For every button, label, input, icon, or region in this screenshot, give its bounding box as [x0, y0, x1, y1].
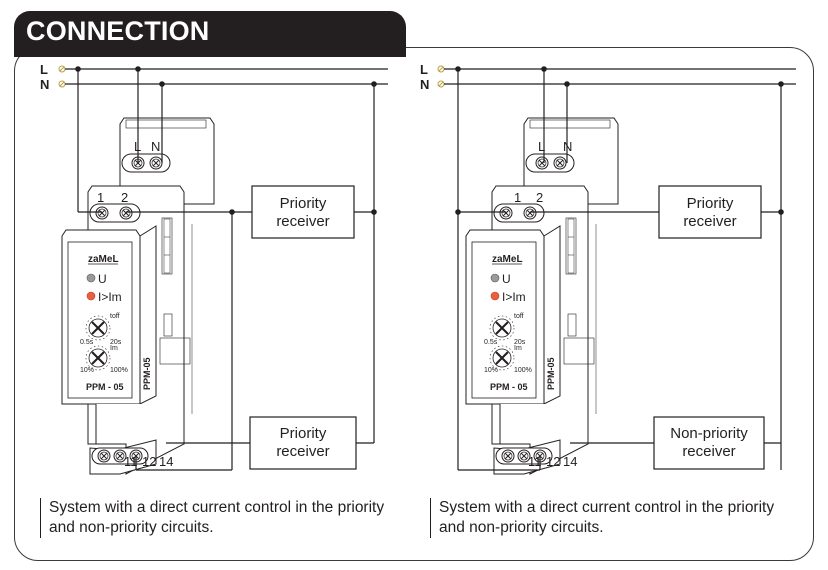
mains-terminal-icon — [58, 65, 66, 88]
terminal-14: 14 — [159, 454, 173, 469]
terminal-2: 2 — [121, 190, 128, 205]
brand-logo: zaMeL — [88, 254, 119, 265]
dial-im-label: Im — [514, 345, 522, 352]
receiver-box-2: Non-priority receiver — [653, 416, 765, 470]
dial-toff-min: 0.5s — [484, 339, 498, 346]
relay-device — [61, 117, 215, 475]
junction-dots — [455, 66, 784, 215]
model-side-label: PPM-05 — [546, 357, 556, 390]
dial-im-max: 100% — [110, 367, 128, 374]
svg-text:Priority: Priority — [687, 195, 734, 212]
terminal-12: 12 — [546, 454, 560, 469]
brand-logo: zaMeL — [492, 254, 523, 265]
junction-dots — [75, 66, 377, 215]
terminal-1: 1 — [514, 190, 521, 205]
relay-device — [465, 117, 619, 475]
dial-im-max: 100% — [514, 367, 532, 374]
terminal-1: 1 — [97, 190, 104, 205]
led-u-icon — [86, 273, 96, 283]
dial-toff-max: 20s — [110, 339, 122, 346]
svg-text:receiver: receiver — [276, 443, 329, 460]
model-front-label: PPM - 05 — [490, 382, 528, 392]
terminal-L: L — [538, 139, 545, 154]
page-title: CONNECTION — [26, 16, 210, 46]
diagram-right: L N L N 1 2 11 12 14 zaMeL U I>Im toff 0… — [420, 62, 796, 475]
terminal-2: 2 — [536, 190, 543, 205]
receiver-box-2: Priority receiver — [249, 416, 357, 470]
dial-toff-label: toff — [110, 313, 120, 320]
terminal-14: 14 — [563, 454, 577, 469]
line-label-L: L — [40, 62, 48, 77]
wiring-right — [457, 69, 782, 471]
terminal-N: N — [151, 139, 160, 154]
line-label-L: L — [420, 62, 428, 77]
dial-im-min: 10% — [80, 367, 94, 374]
svg-text:receiver: receiver — [682, 443, 735, 460]
led-im-icon — [86, 291, 96, 301]
dial-toff-label: toff — [514, 313, 524, 320]
dial-toff-min: 0.5s — [80, 339, 94, 346]
header-tab — [14, 11, 406, 57]
terminal-N: N — [563, 139, 572, 154]
terminal-11: 11 — [528, 454, 542, 469]
terminal-11: 11 — [124, 454, 138, 469]
caption-left: System with a direct current control in … — [40, 498, 409, 538]
mains-terminal-icon — [437, 65, 445, 88]
diagram-left: L N L N 1 2 11 12 14 zaMeL U I>Im toff — [40, 62, 388, 475]
dial-im-label: Im — [110, 345, 118, 352]
svg-text:Priority: Priority — [280, 425, 327, 442]
svg-text:receiver: receiver — [683, 213, 736, 230]
led-u-label: U — [502, 272, 511, 286]
svg-text:Non-priority: Non-priority — [670, 425, 748, 442]
receiver-box-1: Priority receiver — [658, 185, 762, 239]
led-u-label: U — [98, 272, 107, 286]
dial-im-min: 10% — [484, 367, 498, 374]
model-front-label: PPM - 05 — [86, 382, 124, 392]
dial-toff-max: 20s — [514, 339, 526, 346]
terminal-12: 12 — [142, 454, 156, 469]
svg-text:receiver: receiver — [276, 213, 329, 230]
model-side-label: PPM-05 — [142, 357, 152, 390]
line-label-N: N — [420, 77, 429, 92]
led-im-label: I>Im — [98, 290, 122, 304]
led-im-label: I>Im — [502, 290, 526, 304]
led-im-icon — [490, 291, 500, 301]
receiver-box-1: Priority receiver — [251, 185, 355, 239]
line-label-N: N — [40, 77, 49, 92]
caption-right: System with a direct current control in … — [430, 498, 799, 538]
led-u-icon — [490, 273, 500, 283]
svg-text:Priority: Priority — [280, 195, 327, 212]
